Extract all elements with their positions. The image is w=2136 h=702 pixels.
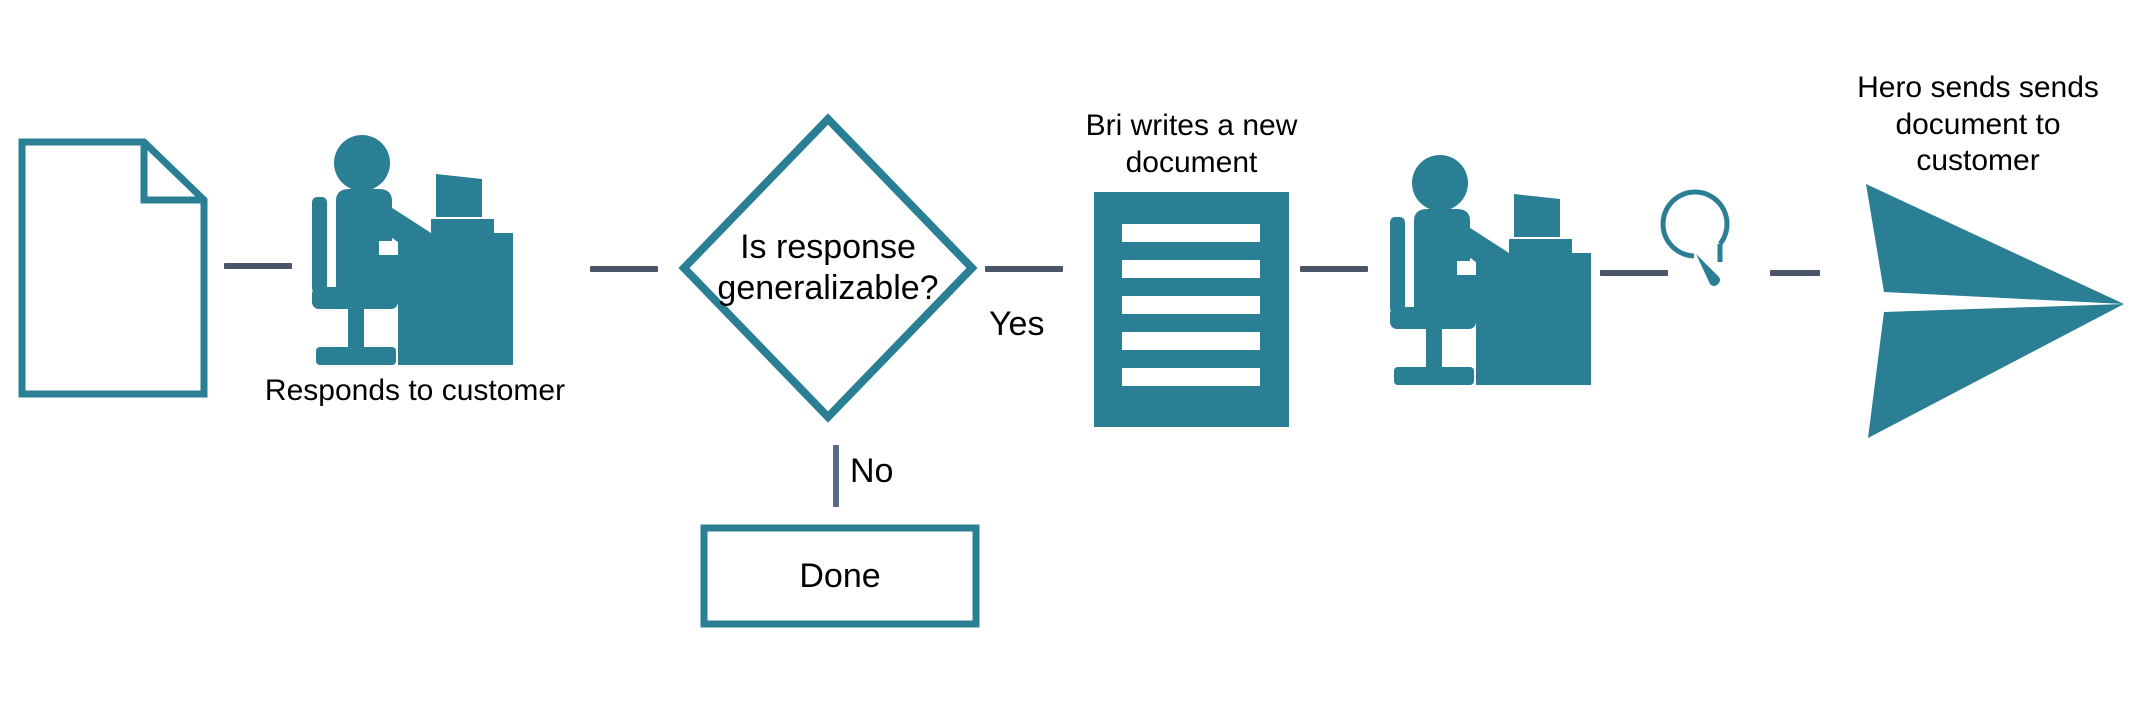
- node-decision-label: Is response generalizable?: [717, 228, 939, 307]
- node-agent-responds-label: Responds to customer: [264, 374, 566, 407]
- node-done-label: Done: [799, 556, 881, 595]
- connector-decision-no: [833, 445, 839, 507]
- node-new-document-label: Bri writes a new document: [1085, 109, 1298, 179]
- node-decision[interactable]: Is response generalizable?: [678, 113, 978, 423]
- node-done[interactable]: Done: [700, 524, 980, 628]
- connector-doc-to-agent: [224, 263, 292, 269]
- node-new-document[interactable]: Bri writes a new document: [1086, 109, 1297, 427]
- stopwatch-icon: [1660, 189, 1730, 286]
- person-at-desk-icon: [312, 135, 513, 365]
- document-lines-filled-icon: [1094, 192, 1289, 427]
- diamond-decision-icon: [678, 113, 978, 423]
- node-bri-at-desk[interactable]: [1378, 155, 1608, 390]
- connector-agent-to-decision: [590, 266, 658, 272]
- connector-decision-yes: [985, 266, 1063, 272]
- connector-bri-to-timer: [1600, 270, 1668, 276]
- node-timer[interactable]: [1660, 189, 1756, 316]
- person-at-desk-icon: [1390, 155, 1591, 385]
- rectangle-box-icon: [700, 524, 980, 628]
- connector-doc-to-bri: [1300, 266, 1368, 272]
- node-document-blank[interactable]: [18, 138, 208, 398]
- node-send[interactable]: Hero sends sends document to customer: [1857, 71, 2128, 440]
- node-agent-responds[interactable]: Responds to customer: [265, 135, 565, 407]
- branch-label-no: No: [850, 452, 894, 490]
- send-arrow-icon: [1866, 184, 2124, 438]
- node-send-label: Hero sends sends document to customer: [1857, 71, 2099, 178]
- branch-label-yes: Yes: [989, 305, 1045, 343]
- connector-timer-to-send: [1770, 270, 1820, 276]
- document-outline-icon: [18, 138, 208, 398]
